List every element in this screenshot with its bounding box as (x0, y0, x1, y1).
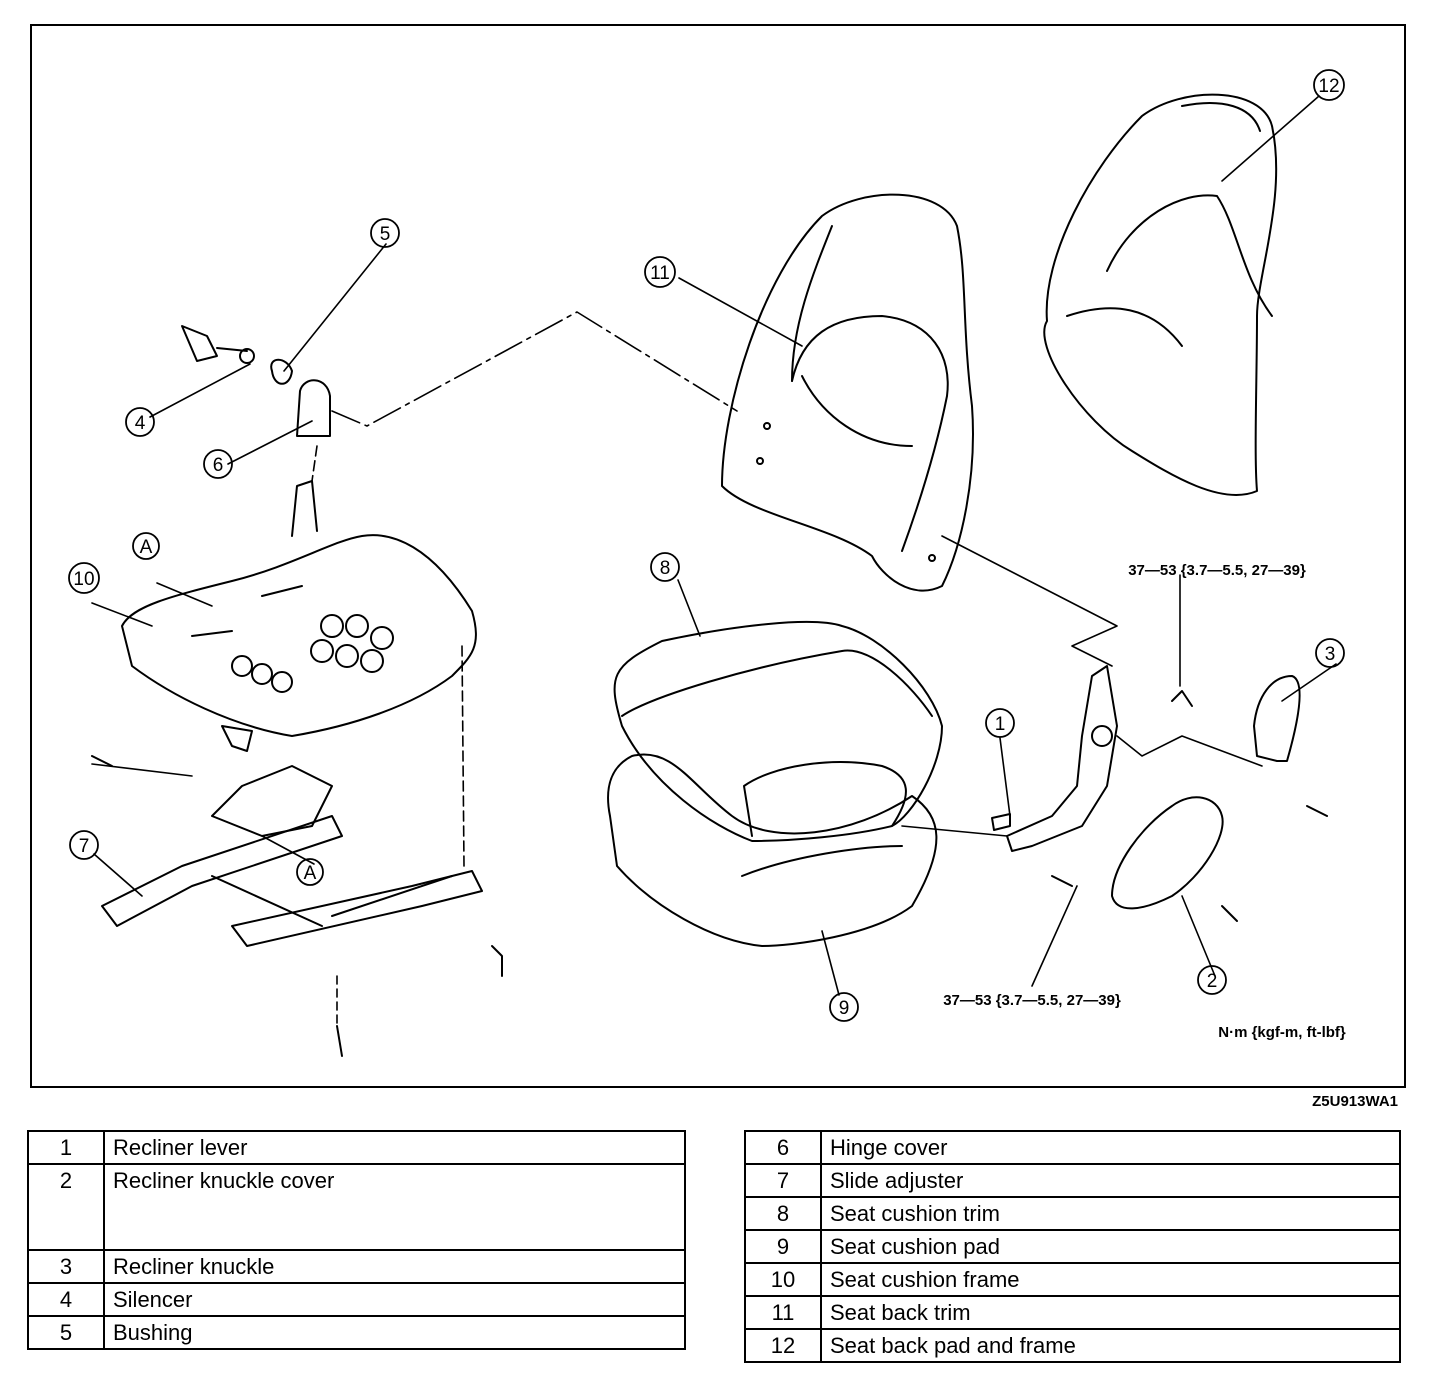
table-row: 8 Seat cushion trim (744, 1196, 1401, 1231)
recliner-knuckle-cover-drawing (1111, 796, 1224, 910)
callout-7-label: 7 (79, 836, 90, 857)
part-number: 8 (744, 1196, 822, 1231)
table-row: 7 Slide adjuster (744, 1163, 1401, 1198)
callout-9-label: 9 (839, 998, 850, 1019)
parts-table-left: 1 Recliner lever 2 Recliner knuckle cove… (27, 1130, 686, 1350)
fasteners-drawing (91, 325, 1328, 1057)
leader-lines (91, 95, 1337, 996)
callout-a-lower (296, 858, 324, 886)
torque-spec-lower: 37—53 {3.7—5.5, 27—39} (943, 992, 1121, 1009)
part-name: Slide adjuster (820, 1163, 1401, 1198)
part-name: Hinge cover (820, 1130, 1401, 1165)
table-row: 12 Seat back pad and frame (744, 1328, 1401, 1363)
part-name: Seat cushion frame (820, 1262, 1401, 1297)
callout-8-label: 8 (660, 558, 671, 579)
seat-cushion-frame-drawing (121, 480, 477, 737)
part-name: Seat back pad and frame (820, 1328, 1401, 1363)
part-name: Recliner knuckle (103, 1249, 686, 1284)
parts-table-right: 6 Hinge cover 7 Slide adjuster 8 Seat cu… (744, 1130, 1401, 1363)
callout-a-lower-label: A (304, 863, 317, 884)
callout-12-label: 12 (1318, 76, 1339, 97)
callout-3 (1315, 638, 1345, 668)
seat-back-pad-and-frame-drawing (1043, 93, 1278, 496)
callout-1 (985, 708, 1015, 738)
callout-12 (1313, 69, 1345, 101)
table-row: 4 Silencer (27, 1282, 686, 1317)
table-row: 6 Hinge cover (744, 1130, 1401, 1165)
callout-labels: 5 4 6 11 12 8 A 10 7 A 9 1 3 2 37—53 {3.… (73, 76, 1345, 1041)
exploded-diagram-frame: 5 4 6 11 12 8 A 10 7 A 9 1 3 2 37—53 {3.… (30, 24, 1406, 1088)
part-number: 4 (27, 1282, 105, 1317)
callout-a-upper (132, 532, 160, 560)
torque-spec-upper: 37—53 {3.7—5.5, 27—39} (1128, 562, 1306, 579)
callout-10 (68, 562, 100, 594)
recliner-knuckle-drawing (1253, 675, 1301, 762)
part-name: Seat cushion trim (820, 1196, 1401, 1231)
table-row: 1 Recliner lever (27, 1130, 686, 1165)
units-note: N·m {kgf-m, ft-lbf} (1218, 1024, 1346, 1041)
table-row: 9 Seat cushion pad (744, 1229, 1401, 1264)
alignment-lines (91, 311, 1263, 1027)
part-number: 9 (744, 1229, 822, 1264)
seat-cushion-trim-drawing (613, 620, 943, 842)
figure-code: Z5U913WA1 (1312, 1093, 1398, 1110)
part-number: 3 (27, 1249, 105, 1284)
callout-8 (650, 552, 680, 582)
part-name: Silencer (103, 1282, 686, 1317)
callout-7 (69, 830, 99, 860)
part-number: 1 (27, 1130, 105, 1165)
part-number: 6 (744, 1130, 822, 1165)
seat-exploded-view: 5 4 6 11 12 8 A 10 7 A 9 1 3 2 37—53 {3.… (68, 69, 1346, 1057)
callout-4 (125, 407, 155, 437)
part-name: Seat back trim (820, 1295, 1401, 1330)
table-row: 5 Bushing (27, 1315, 686, 1350)
callout-4-label: 4 (135, 413, 146, 434)
part-number: 5 (27, 1315, 105, 1350)
table-row: 11 Seat back trim (744, 1295, 1401, 1330)
part-number: 10 (744, 1262, 822, 1297)
callout-6-label: 6 (213, 455, 224, 476)
callout-5 (370, 218, 400, 248)
table-row: 10 Seat cushion frame (744, 1262, 1401, 1297)
part-name: Bushing (103, 1315, 686, 1350)
callout-11 (644, 256, 676, 288)
callout-10-label: 10 (73, 569, 94, 590)
callout-3-label: 3 (1325, 644, 1336, 665)
callout-1-label: 1 (995, 714, 1006, 735)
part-number: 2 (27, 1163, 105, 1251)
callout-2 (1197, 965, 1227, 995)
callout-a-upper-label: A (140, 537, 153, 558)
seat-back-trim-drawing (721, 193, 974, 592)
table-row: 2 Recliner knuckle cover (27, 1163, 686, 1251)
part-number: 11 (744, 1295, 822, 1330)
callout-5-label: 5 (380, 224, 391, 245)
part-name: Seat cushion pad (820, 1229, 1401, 1264)
callout-2-label: 2 (1207, 971, 1218, 992)
part-name: Recliner knuckle cover (103, 1163, 686, 1251)
part-number: 7 (744, 1163, 822, 1198)
table-row: 3 Recliner knuckle (27, 1249, 686, 1284)
slide-adjuster-drawing (101, 725, 483, 947)
recliner-mechanism-drawing (991, 665, 1118, 852)
callout-9 (829, 992, 859, 1022)
seat-cushion-pad-drawing (607, 753, 938, 947)
callout-11-label: 11 (650, 263, 670, 284)
callout-6 (203, 449, 233, 479)
callout-circles (68, 69, 1345, 1022)
part-name: Recliner lever (103, 1130, 686, 1165)
part-number: 12 (744, 1328, 822, 1363)
